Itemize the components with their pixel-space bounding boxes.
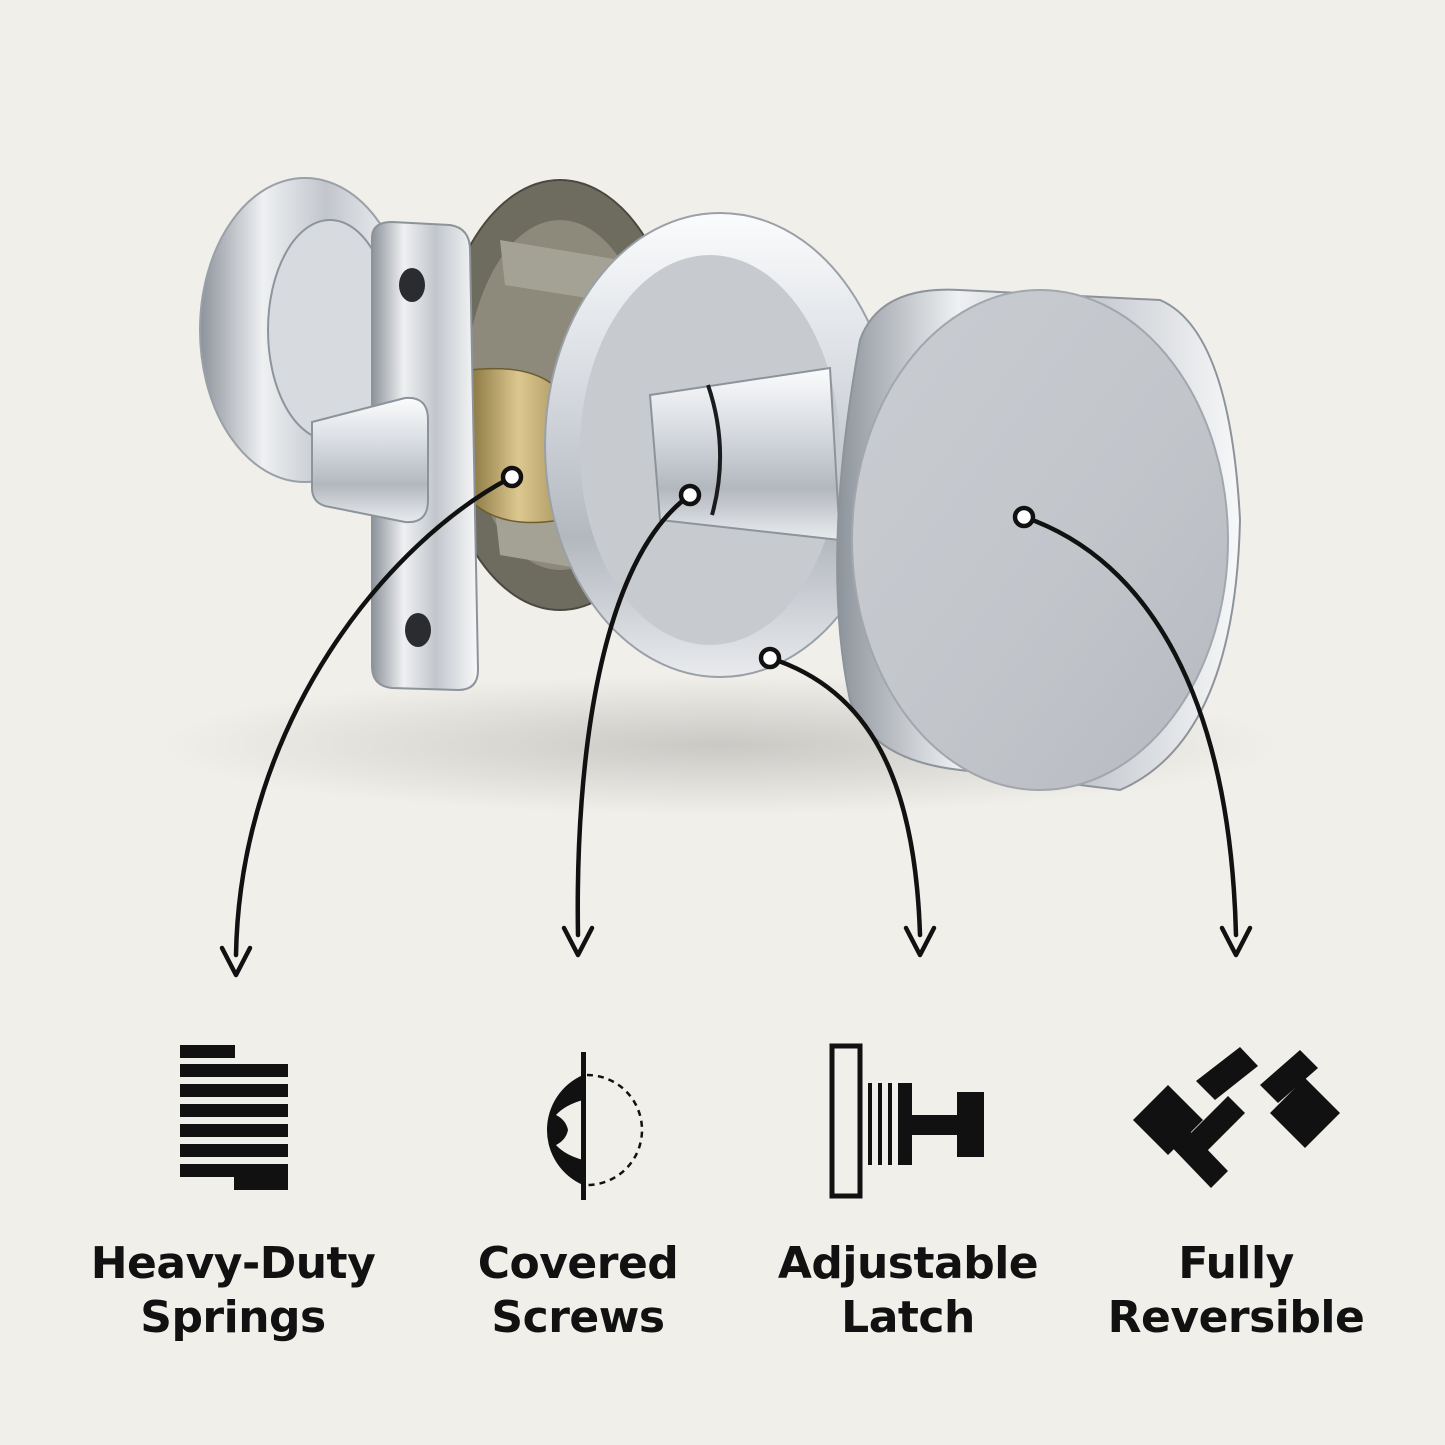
- callout-reversible: [1012, 505, 1253, 958]
- feature-label-line1: Adjustable: [777, 1238, 1039, 1289]
- feature-heavy-duty-springs: Heavy-Duty Springs: [63, 1237, 403, 1345]
- faceplate-screw-hole: [405, 613, 431, 647]
- knob-neck: [648, 366, 842, 542]
- feature-adjustable-latch: Adjustable Latch: [738, 1237, 1078, 1345]
- knob-face: [851, 289, 1229, 791]
- feature-label-line1: Covered: [477, 1238, 679, 1289]
- mechanism-part: [500, 240, 620, 300]
- faceplate-screw-hole: [399, 268, 425, 302]
- callout-springs: [219, 465, 524, 978]
- latch-bolt: [311, 396, 429, 524]
- feature-fully-reversible: Fully Reversible: [1066, 1237, 1406, 1345]
- feature-label-line2: Springs: [140, 1292, 326, 1343]
- feature-covered-screws: Covered Screws: [408, 1237, 748, 1345]
- feature-label-line2: Latch: [841, 1292, 975, 1343]
- latch-bolt-icon: [829, 1043, 984, 1199]
- stacked-bars-springs-icon: [180, 1045, 288, 1190]
- feature-label-line1: Fully: [1178, 1238, 1294, 1289]
- callout-latch: [758, 646, 937, 958]
- half-circle-cover-icon: [546, 1052, 644, 1200]
- feature-label-line1: Heavy-Duty: [90, 1238, 376, 1289]
- feature-label-line2: Screws: [491, 1292, 665, 1343]
- callout-arrows: [219, 465, 1253, 978]
- feature-label-line2: Reversible: [1107, 1292, 1365, 1343]
- reversible-lever-icon: [1133, 1047, 1340, 1188]
- door-knob-lock-illustration: [160, 177, 1280, 815]
- callout-screws: [561, 483, 702, 958]
- knob-neck-groove: [706, 384, 723, 516]
